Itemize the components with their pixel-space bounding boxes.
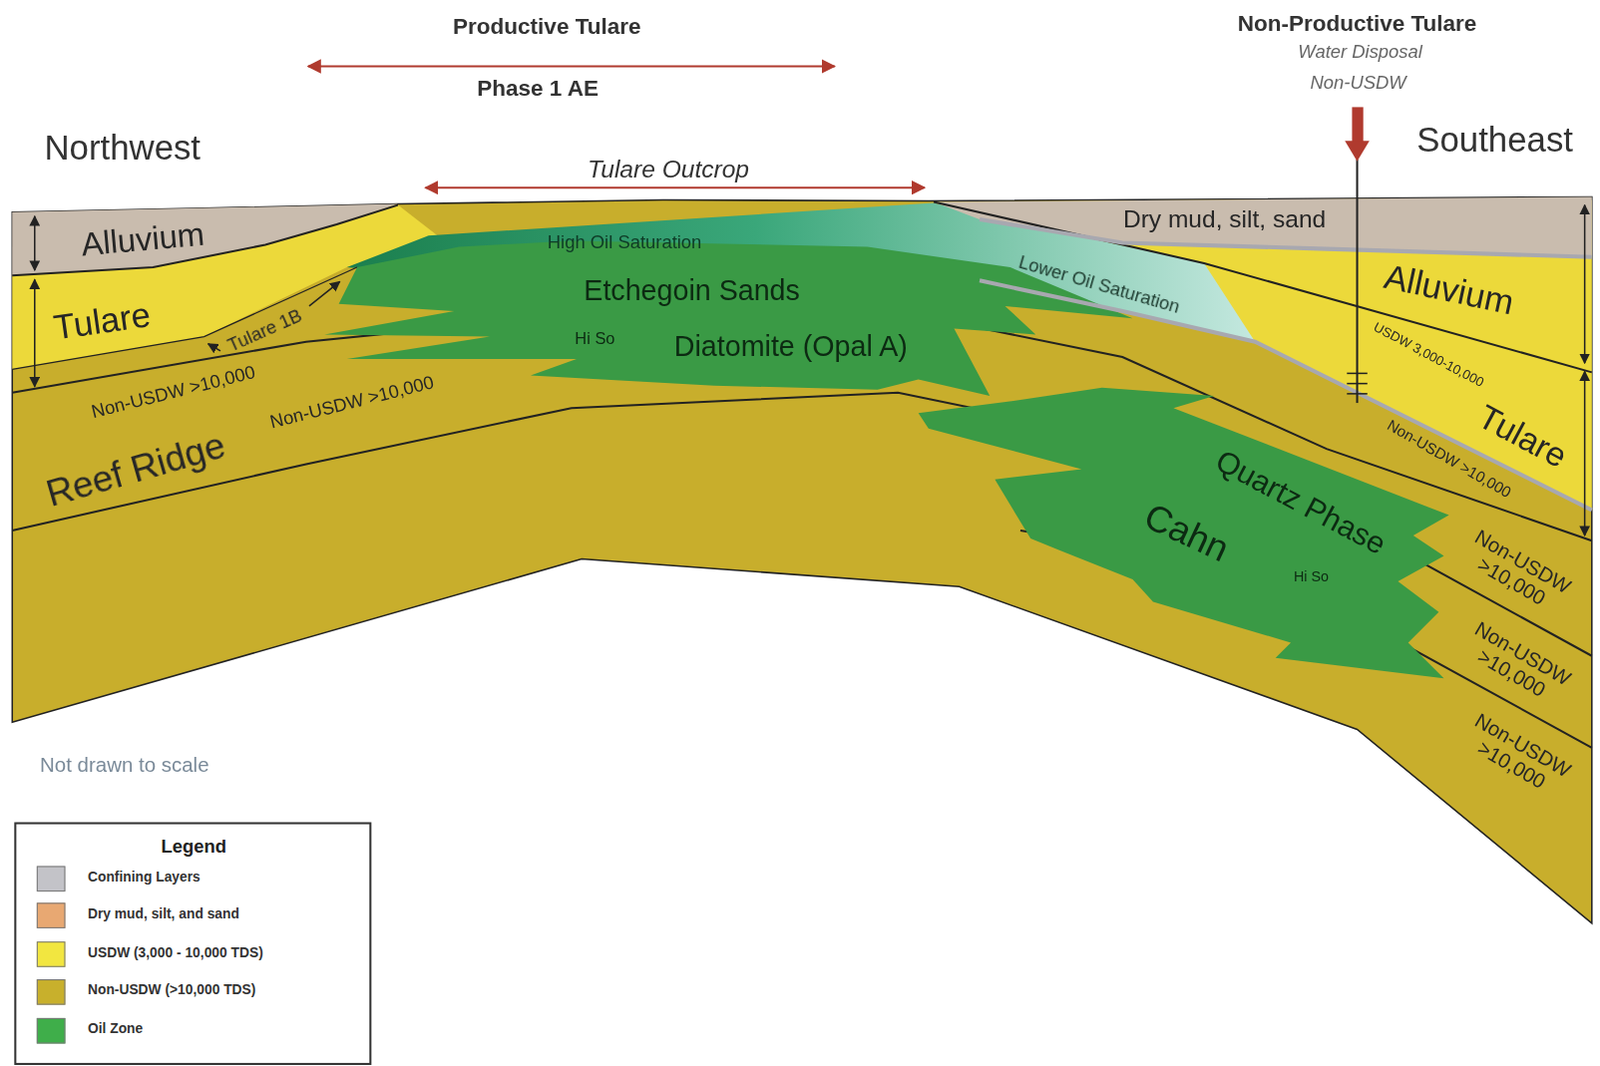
saturation-label: High Oil Saturation <box>547 232 703 253</box>
formation-label: Tulare <box>50 296 153 348</box>
sublayer-label: Tulare 1B <box>225 306 307 358</box>
water-quality-label: USDW 3,000-10,000 <box>1371 320 1487 392</box>
thickness-arrow <box>1584 205 1587 365</box>
confining-layers <box>979 219 1593 511</box>
formation-label: Alluvium <box>1380 257 1518 323</box>
legend-text: Oil Zone <box>87 1021 143 1037</box>
water-quality-label: Non-USDW >10,000 <box>1457 523 1578 619</box>
perforation <box>1346 393 1367 396</box>
thickness-arrow <box>33 279 36 387</box>
legend-swatch <box>36 1018 66 1045</box>
formation-line <box>11 267 358 370</box>
injection-arrow-head <box>1344 140 1370 161</box>
perforation <box>1346 383 1367 386</box>
injection-arrow <box>1351 106 1363 142</box>
legend-row: Dry mud, silt, and sand <box>15 901 364 929</box>
non-usdw-layer <box>11 196 1593 923</box>
extent-label: Tulare Outcrop <box>587 155 750 183</box>
legend-row: USDW (3,000 - 10,000 TDS) <box>15 940 364 968</box>
region-heading: Productive Tulare <box>452 13 641 39</box>
formation-label: Alluvium <box>79 216 206 264</box>
direction-label: Northwest <box>43 128 201 167</box>
formation-label: Cahn <box>1138 495 1235 570</box>
oil-zone-cahn <box>918 388 1450 680</box>
formation-label: Dry mud, silt, sand <box>1123 205 1326 233</box>
legend-row: Oil Zone <box>15 1017 364 1045</box>
legend-title: Legend <box>161 837 227 858</box>
formation-label: Diatomite (Opal A) <box>674 331 908 364</box>
disposal-well <box>1344 106 1370 403</box>
thickness-arrow <box>1584 371 1587 536</box>
perforation <box>1346 373 1367 376</box>
pointer-arrow <box>208 344 221 352</box>
saturation-label: Lower Oil Saturation <box>1016 253 1183 319</box>
region-note: Non-USDW <box>1309 73 1406 94</box>
water-quality-label: Non-USDW >10,000 <box>1457 707 1578 802</box>
direction-label: Southeast <box>1416 120 1574 159</box>
water-quality-label: Non-USDW >10,000 <box>268 373 436 433</box>
well-bore <box>1356 159 1359 403</box>
thickness-arrow <box>33 216 36 271</box>
region-note: Water Disposal <box>1297 42 1423 63</box>
legend-row: Confining Layers <box>15 864 364 892</box>
legend-text: Non-USDW (>10,000 TDS) <box>87 982 256 998</box>
formation-line <box>11 205 399 277</box>
legend-swatch <box>36 865 66 892</box>
oil-zone-etchegoin <box>324 240 1133 396</box>
region-heading: Non-Productive Tulare <box>1237 10 1478 36</box>
legend-text: USDW (3,000 - 10,000 TDS) <box>87 944 264 960</box>
extent-arrow <box>425 186 925 189</box>
scale-note: Not drawn to scale <box>39 754 209 778</box>
extent-arrow <box>308 64 835 67</box>
legend-text: Dry mud, silt, and sand <box>87 905 240 921</box>
water-quality-label: Non-USDW >10,000 <box>89 363 258 423</box>
legend-swatch <box>36 979 66 1006</box>
saturation-label: Hi So <box>574 330 615 349</box>
formation-lines <box>11 202 1593 749</box>
saturation-label: Hi So <box>1293 569 1329 586</box>
alluvium-left <box>11 204 399 277</box>
legend-box: Confining LayersDry mud, silt, and sandU… <box>13 822 372 1066</box>
dry-mud-band <box>933 196 1593 257</box>
water-quality-label: Non-USDW >10,000 <box>1457 615 1578 711</box>
pointer-arrow <box>309 281 341 307</box>
formation-label: Reef Ridge <box>41 424 230 515</box>
thickness-arrows <box>34 205 1586 536</box>
legend-swatch <box>36 902 66 929</box>
region-heading: Phase 1 AE <box>476 76 599 102</box>
formation-label: Tulare <box>1472 398 1574 475</box>
formation-label: Etchegoin Sands <box>583 276 800 309</box>
legend-swatch <box>36 941 66 968</box>
formation-label: Quartz Phase <box>1210 442 1393 561</box>
legend-row: Non-USDW (>10,000 TDS) <box>15 978 364 1006</box>
legend-text: Confining Layers <box>87 869 201 885</box>
